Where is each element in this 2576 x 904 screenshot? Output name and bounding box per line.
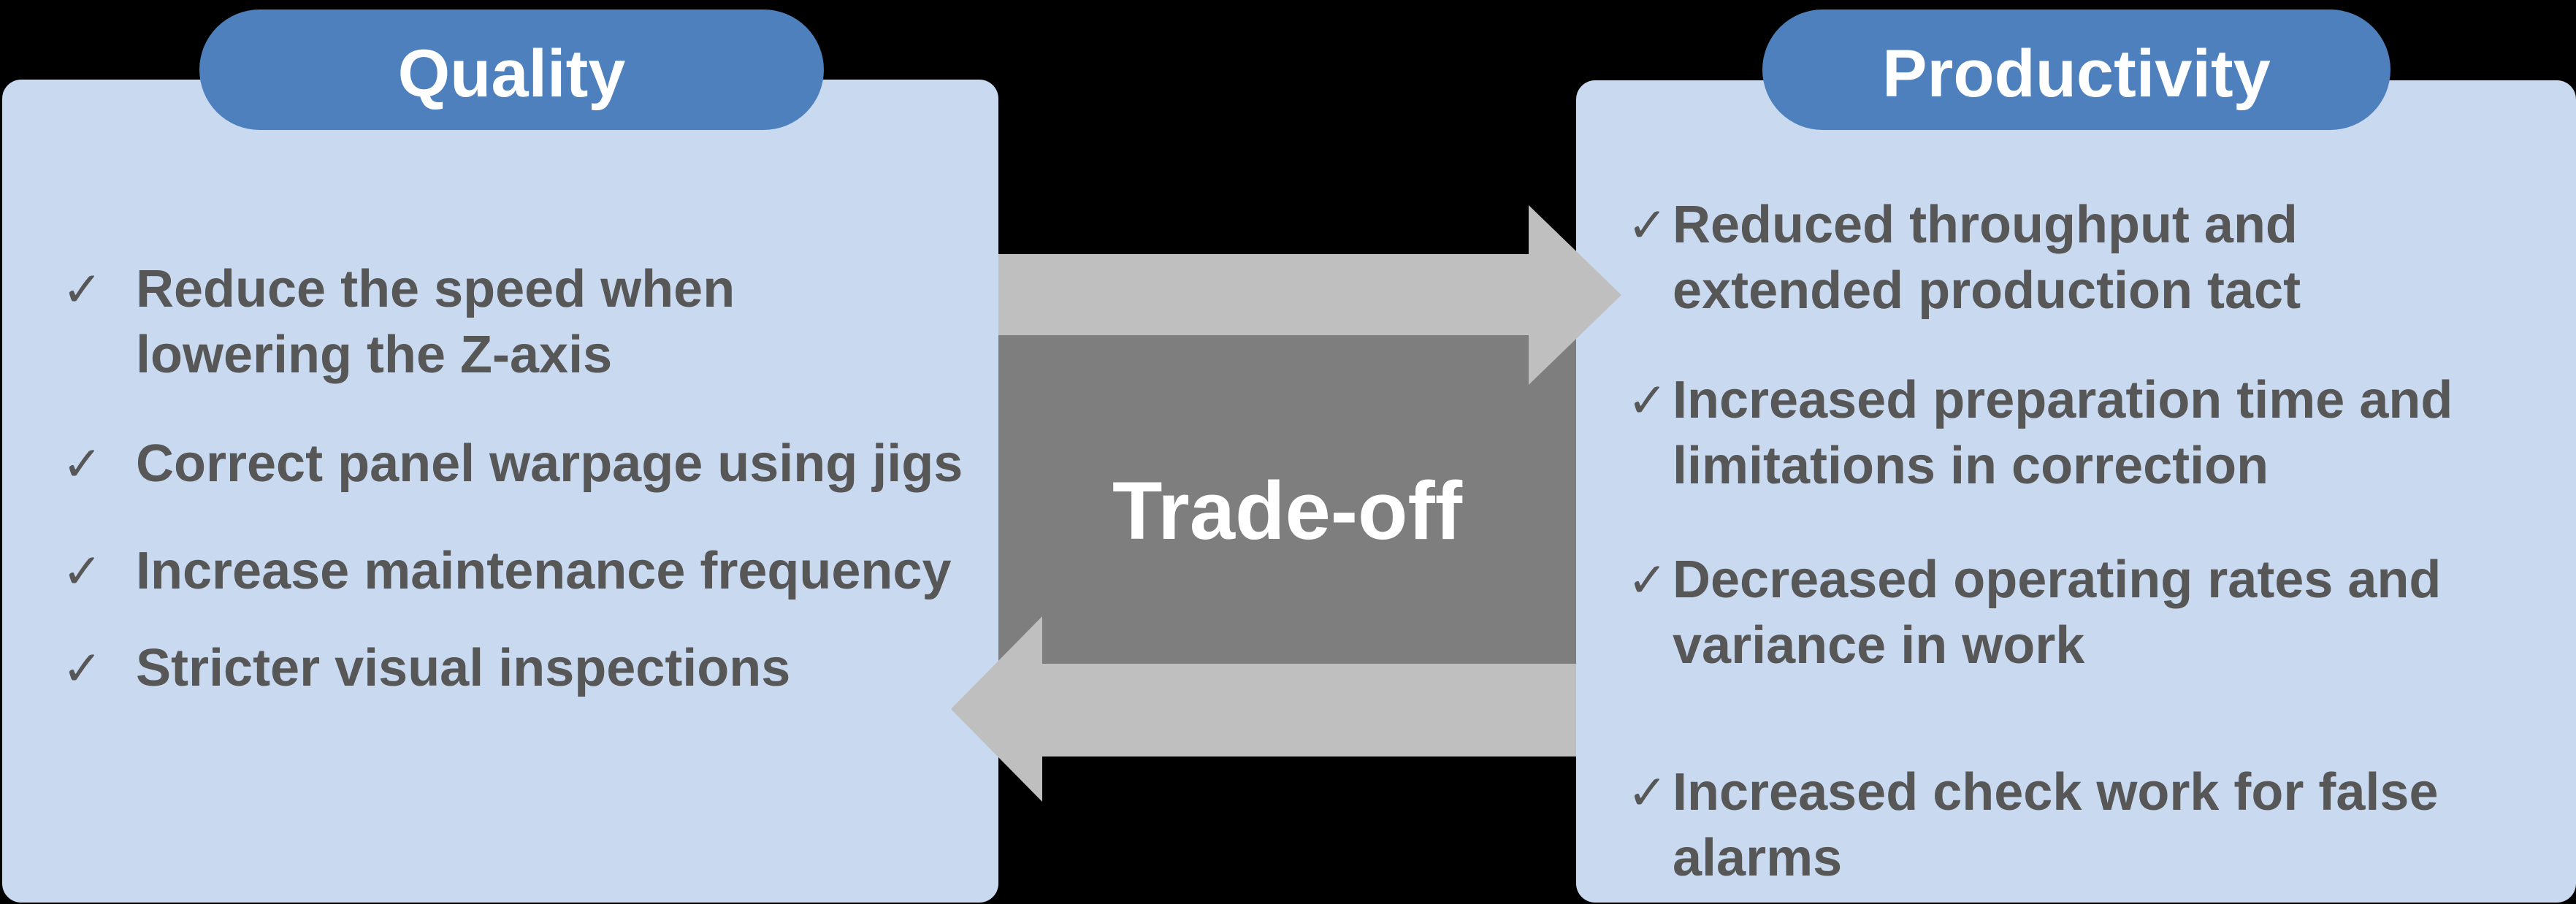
quality-header: Quality [199,9,824,130]
check-icon: ✓ [62,641,103,695]
bullet-line: Increase maintenance frequency [136,542,952,600]
bullet-line: alarms [1673,829,1843,887]
bullet-line: Reduce the speed when [136,260,735,318]
tradeoff-box: Trade-off [998,335,1576,664]
productivity-header: Productivity [1762,9,2390,130]
bullet-line: Decreased operating rates and [1673,551,2442,609]
quality-panel: ✓ Reduce the speed when lowering the Z-a… [2,80,998,903]
bullet-line: Reduced throughput and [1673,196,2298,254]
check-icon: ✓ [1627,765,1668,819]
check-icon: ✓ [1627,198,1668,252]
bullet-line: variance in work [1673,616,2085,675]
bullet-line: limitations in correction [1673,437,2269,495]
productivity-header-label: Productivity [1882,37,2271,111]
bullet-line: extended production tact [1673,261,2301,320]
bullet-line: lowering the Z-axis [136,326,613,384]
check-icon: ✓ [62,262,103,316]
check-icon: ✓ [62,437,103,491]
quality-header-label: Quality [397,37,626,111]
tradeoff-label: Trade-off [1112,464,1463,556]
right-arrow-icon [998,205,1621,385]
bullet-line: Increased preparation time and [1673,371,2453,429]
bullet-line: Correct panel warpage using jigs [136,434,963,493]
productivity-panel: ✓ Reduced throughput and extended produc… [1576,80,2576,903]
bullet-line: Increased check work for false [1673,763,2439,821]
left-arrow-icon [951,616,1576,802]
check-icon: ✓ [1627,553,1668,607]
bullet-line: Stricter visual inspections [136,639,791,697]
check-icon: ✓ [1627,373,1668,427]
check-icon: ✓ [62,544,103,598]
